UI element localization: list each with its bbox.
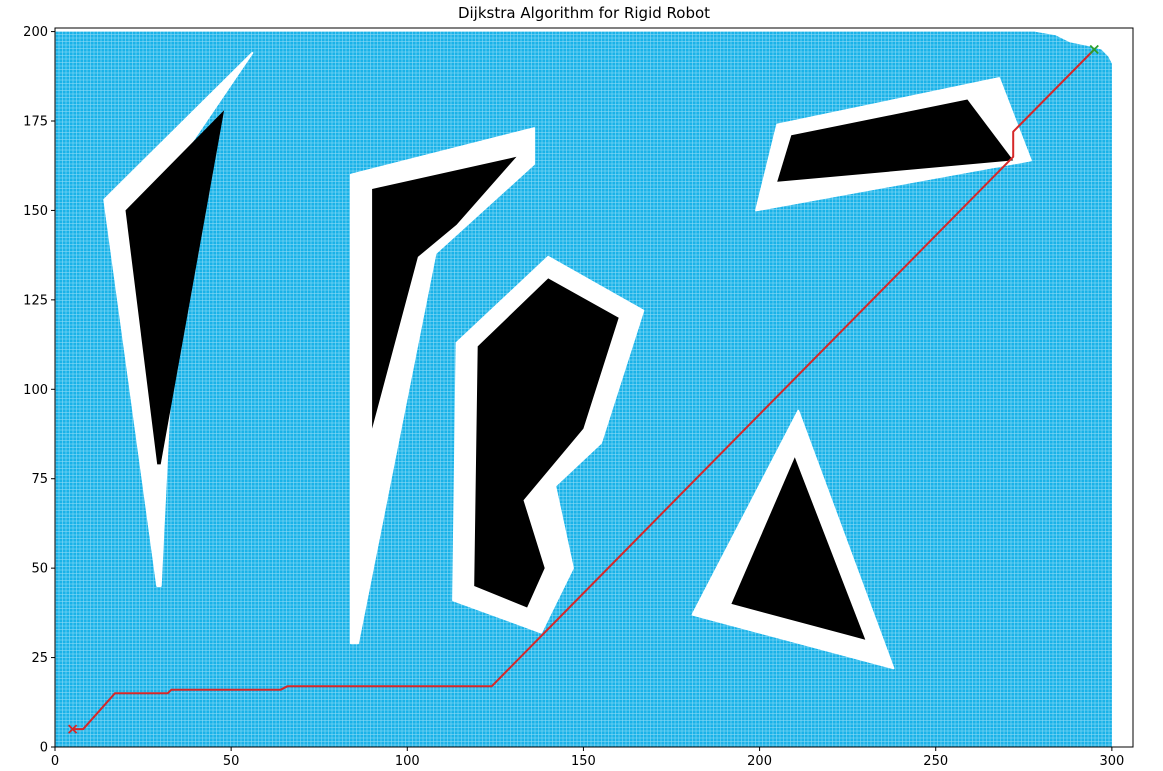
- obstacle-center-polygon: [474, 278, 619, 608]
- y-tick-label: 200: [23, 25, 48, 40]
- start-marker: [67, 724, 78, 734]
- start-marker-stroke: [67, 724, 78, 734]
- x-tick-label: 300: [1099, 754, 1124, 769]
- y-tick-label: 100: [23, 383, 48, 398]
- x-tick-label: 200: [747, 754, 772, 769]
- x-tick-label: 50: [223, 754, 240, 769]
- x-tick-label: 100: [395, 754, 420, 769]
- x-tick-label: 250: [923, 754, 948, 769]
- axis-layer: 0 50 100 150 200 250 300 0 25 50 75 100 125 150 175 200: [23, 25, 1124, 769]
- path-line-0: [72, 48, 1095, 731]
- obstacle-top-right-rectangle: [777, 99, 1014, 182]
- y-tick-label: 175: [23, 115, 48, 130]
- obstacle-hook: [372, 156, 517, 429]
- goal-marker: [1089, 44, 1099, 55]
- obstacle-left-triangle: [125, 110, 225, 465]
- chart-title: Dijkstra Algorithm for Rigid Robot: [458, 4, 710, 22]
- y-tick-label: 75: [31, 472, 48, 487]
- data-layer: [55, 31, 1112, 747]
- x-tick-label: 0: [51, 754, 59, 769]
- plot-frame: [54, 27, 1134, 748]
- y-tick-label: 50: [31, 562, 48, 577]
- y-tick-label: 0: [40, 741, 48, 756]
- y-tick-label: 150: [23, 204, 48, 219]
- obstacle-bottom-right-triangle: [731, 457, 866, 640]
- goal-marker-stroke: [1089, 44, 1099, 55]
- y-tick-label: 125: [23, 293, 48, 308]
- x-tick-label: 150: [571, 754, 596, 769]
- y-tick-label: 25: [31, 651, 48, 666]
